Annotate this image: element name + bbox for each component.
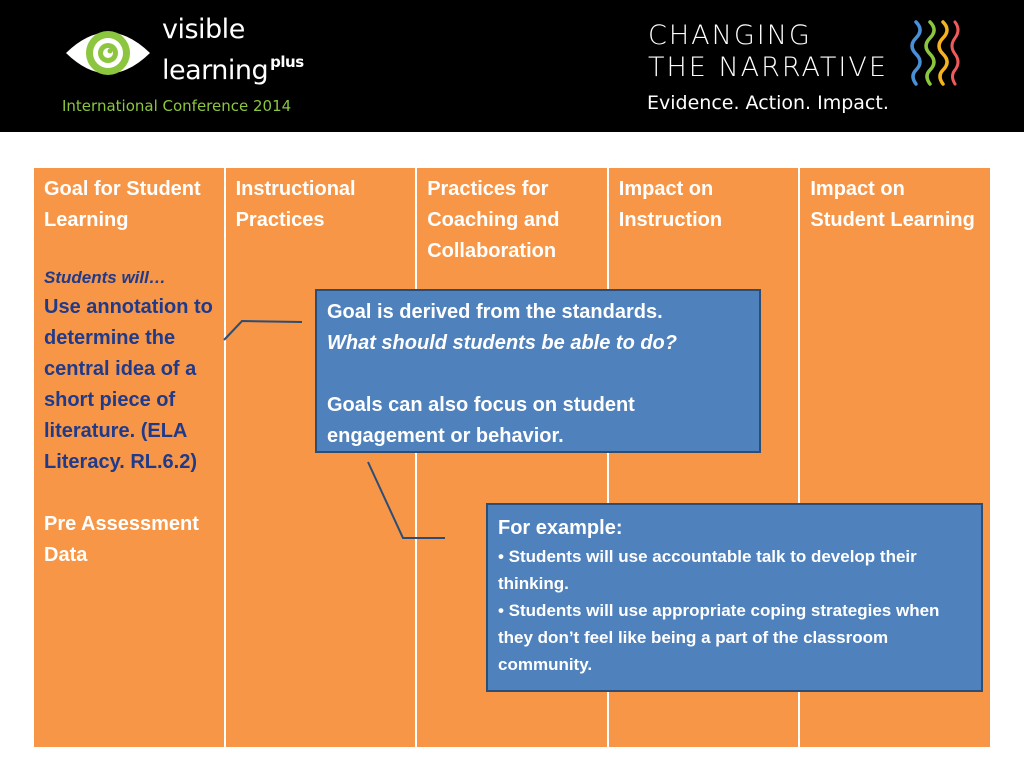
callout-line: Goal is derived from the standards. — [327, 301, 663, 323]
example-bullet: • Students will use appropriate coping s… — [498, 601, 940, 674]
example-lead: For example: — [498, 517, 623, 539]
students-will-label: Students will… — [44, 268, 166, 287]
conference-label: International Conference 2014 — [62, 97, 292, 115]
goal-callout: Goal is derived from the standards. What… — [315, 289, 761, 453]
column-goal: Goal for Student Learning Students will…… — [34, 168, 226, 747]
column-heading: Impact on Instruction — [618, 178, 723, 231]
brand-suffix: plus — [270, 53, 304, 71]
example-bullet: • Students will use accountable talk to … — [498, 547, 917, 593]
brand-line-1: visible — [162, 14, 245, 45]
column-heading: Practices for Coaching and Collaboration — [427, 178, 560, 262]
callout-line: Goals can also focus on student engageme… — [327, 394, 635, 447]
pre-assessment-label: Pre Assessment Data — [44, 513, 199, 566]
column-instructional: Instructional Practices — [225, 168, 418, 747]
column-heading: Impact on Student Learning — [810, 178, 975, 231]
column-heading: Goal for Student Learning — [44, 178, 201, 231]
callout-question: What should students be able to do? — [327, 332, 677, 354]
brand-line-2: learning — [162, 55, 269, 86]
goal-text: Use annotation to determine the central … — [44, 296, 213, 473]
example-callout: For example: • Students will use account… — [486, 503, 983, 692]
column-heading: Instructional Practices — [235, 178, 356, 231]
campaign-title: CHANGING THE NARRATIVE — [648, 20, 888, 84]
eye-spiral-logo-icon — [66, 31, 150, 75]
colored-strokes-logo-icon — [910, 20, 960, 86]
campaign-line-2: THE NARRATIVE — [648, 52, 888, 83]
tagline: Evidence. Action. Impact. — [647, 92, 889, 114]
campaign-line-1: CHANGING — [648, 20, 812, 51]
